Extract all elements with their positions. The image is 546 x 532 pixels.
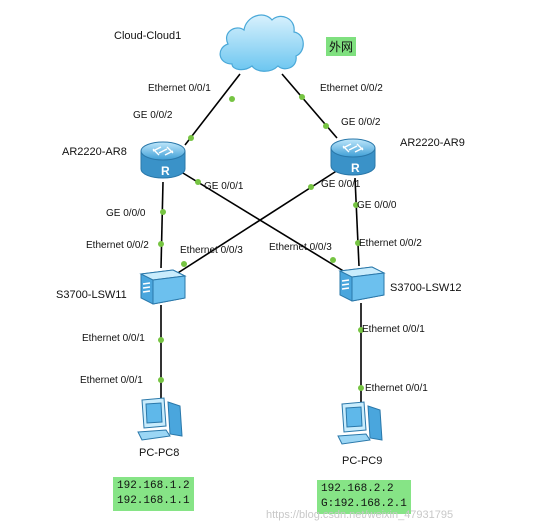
port-dot — [195, 179, 201, 185]
pc9-ip-box: 192.168.2.2 G:192.168.2.1 — [317, 480, 411, 514]
port-label: GE 0/0/1 — [204, 181, 244, 192]
router-icon[interactable]: R — [137, 133, 189, 185]
pc8-ip-line: 192.168.1.2 — [117, 480, 190, 492]
pc8-ip-box: 192.168.1.2 192.168.1.1 — [113, 477, 194, 511]
svg-text:R: R — [351, 161, 360, 175]
port-label: Ethernet 0/0/1 — [80, 375, 143, 386]
pc9-ip-line: 192.168.2.2 — [321, 483, 394, 495]
pc-icon[interactable] — [134, 396, 190, 446]
external-network-tag: 外网 — [326, 37, 357, 56]
port-dot — [181, 261, 187, 267]
svg-text:R: R — [161, 164, 170, 178]
link-ar9-lsw12[interactable] — [354, 177, 360, 267]
pc9-label: PC-PC9 — [342, 455, 383, 467]
port-dot — [308, 184, 314, 190]
link-ar8-lsw12[interactable] — [177, 169, 351, 276]
port-label: Ethernet 0/0/3 — [269, 242, 332, 253]
switch-lsw11-label: S3700-LSW11 — [56, 289, 127, 301]
router-ar8-label: AR2220-AR8 — [62, 146, 127, 158]
port-dot — [229, 96, 235, 102]
port-dot — [158, 337, 164, 343]
port-label: Ethernet 0/0/1 — [362, 324, 425, 335]
port-dot — [358, 385, 364, 391]
link-cloud-ar8[interactable] — [184, 73, 241, 146]
pc8-label: PC-PC8 — [139, 447, 180, 459]
port-label: GE 0/0/1 — [321, 179, 361, 190]
port-dot — [330, 257, 336, 263]
port-label: Ethernet 0/0/1 — [148, 83, 211, 94]
watermark: https://blog.csdn.net/weixin_47931795 — [266, 509, 454, 521]
link-ar8-lsw11[interactable] — [160, 181, 164, 269]
cloud-label: Cloud-Cloud1 — [114, 30, 182, 42]
port-dot — [358, 327, 364, 333]
port-dot — [160, 209, 166, 215]
port-dot — [299, 94, 305, 100]
port-label: Ethernet 0/0/1 — [365, 383, 428, 394]
port-label: GE 0/0/2 — [341, 117, 381, 128]
port-dot — [353, 202, 359, 208]
switch-icon[interactable] — [137, 266, 189, 306]
port-label: GE 0/0/0 — [106, 208, 146, 219]
port-label: GE 0/0/0 — [357, 200, 397, 211]
port-label: Ethernet 0/0/2 — [359, 238, 422, 249]
port-dot — [188, 135, 194, 141]
port-dot — [323, 123, 329, 129]
port-label: Ethernet 0/0/1 — [82, 333, 145, 344]
port-label: GE 0/0/2 — [133, 110, 173, 121]
router-icon[interactable]: R — [327, 130, 379, 182]
switch-lsw12-label: S3700-LSW12 — [390, 282, 462, 294]
pc9-gateway-line: G:192.168.2.1 — [321, 498, 407, 510]
router-ar9-label: AR2220-AR9 — [400, 137, 465, 149]
port-label: Ethernet 0/0/3 — [180, 245, 243, 256]
port-dot — [158, 241, 164, 247]
port-dot — [158, 377, 164, 383]
pc-icon[interactable] — [334, 400, 390, 450]
port-label: Ethernet 0/0/2 — [86, 240, 149, 251]
switch-icon[interactable] — [336, 263, 388, 303]
port-label: Ethernet 0/0/2 — [320, 83, 383, 94]
port-dot — [355, 240, 361, 246]
cloud-icon[interactable] — [214, 6, 306, 76]
pc8-gateway-line: 192.168.1.1 — [117, 495, 190, 507]
